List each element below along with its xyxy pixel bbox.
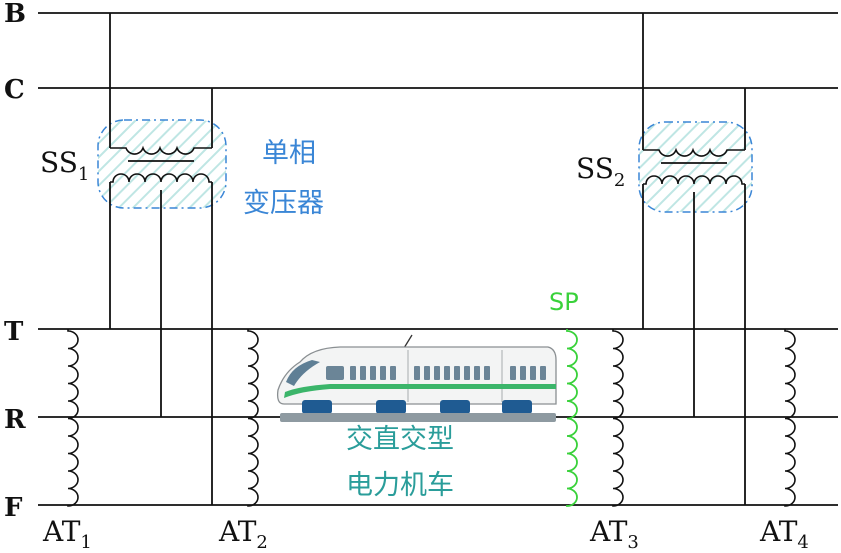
at3-coil bbox=[612, 329, 624, 507]
locomotive-bogies bbox=[302, 400, 532, 414]
transformer-ss1 bbox=[97, 13, 227, 505]
locomotive-stripe bbox=[284, 384, 556, 398]
transformer-caption-line1: 单相 bbox=[262, 138, 316, 169]
at4-coil bbox=[784, 329, 796, 507]
locomotive-track bbox=[280, 413, 556, 422]
ss2-label: SS2 bbox=[576, 152, 625, 191]
locomotive-windows bbox=[326, 366, 546, 380]
transformer-ss2-secondary-coil bbox=[643, 175, 745, 185]
at3-label: AT3 bbox=[589, 515, 639, 553]
sp-label: SP bbox=[549, 288, 579, 316]
ss1-label: SS1 bbox=[40, 146, 89, 185]
transformer-ss2-highlight bbox=[638, 121, 753, 213]
bus-label-t: T bbox=[4, 317, 24, 347]
at1-label: AT1 bbox=[42, 515, 92, 553]
bus-label-f: F bbox=[4, 493, 23, 523]
train-caption-line1: 交直交型 bbox=[346, 424, 454, 455]
transformer-ss1-highlight bbox=[97, 119, 227, 209]
at4-label: AT4 bbox=[759, 515, 809, 553]
bus-lines bbox=[38, 12, 838, 506]
bus-label-b: B bbox=[4, 0, 26, 29]
train-caption-line2: 电力机车 bbox=[346, 470, 454, 501]
transformer-ss1-primary-coil bbox=[110, 145, 212, 155]
pantograph bbox=[403, 334, 413, 349]
transformer-ss2-primary-coil bbox=[643, 147, 745, 157]
locomotive-illustration bbox=[276, 334, 557, 422]
transformer-ss1-secondary-coil bbox=[110, 173, 212, 183]
transformer-ss2 bbox=[638, 13, 753, 505]
at2-coil bbox=[247, 329, 259, 507]
at1-coil bbox=[67, 329, 79, 507]
locomotive-nose-window bbox=[286, 360, 320, 386]
autotransformer-coils bbox=[67, 329, 796, 507]
at2-label: AT2 bbox=[218, 515, 268, 553]
bus-label-c: C bbox=[4, 75, 25, 105]
bus-label-r: R bbox=[4, 405, 26, 435]
transformer-caption-line2: 变压器 bbox=[243, 188, 324, 219]
sp-coil bbox=[566, 329, 578, 507]
